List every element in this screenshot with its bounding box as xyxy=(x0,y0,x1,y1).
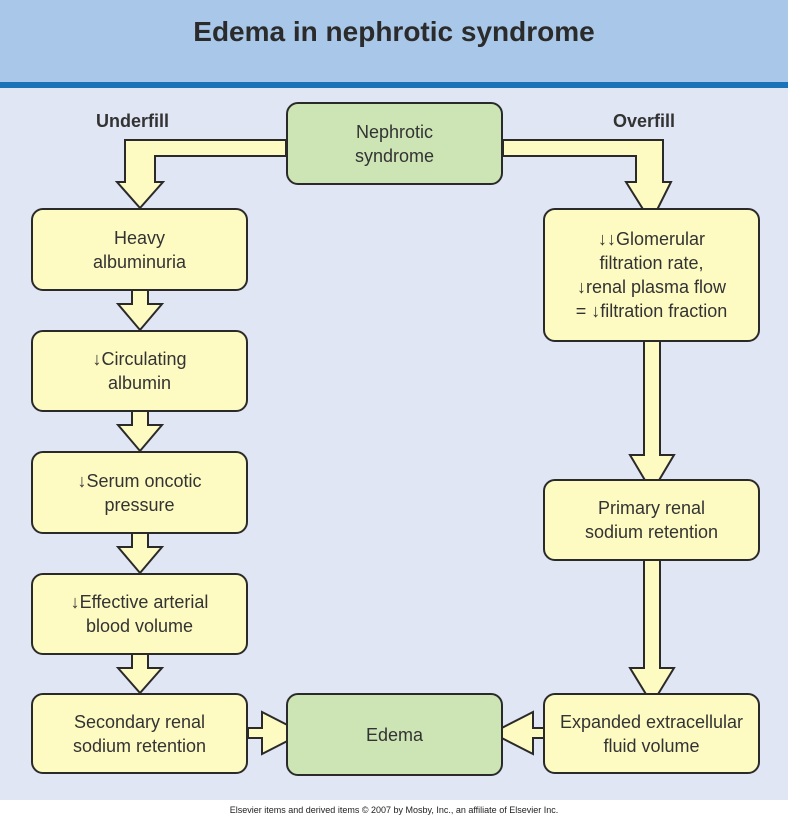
node-primary-renal-retention: Primary renal sodium retention xyxy=(543,479,760,561)
header-rule xyxy=(0,82,788,88)
node-serum-oncotic-pressure: ↓Serum oncotic pressure xyxy=(31,451,248,534)
node-glomerular-filtration: ↓↓Glomerular filtration rate, ↓renal pla… xyxy=(543,208,760,342)
diagram-title: Edema in nephrotic syndrome xyxy=(193,16,595,47)
arrow-primary-to-expanded xyxy=(628,559,676,706)
copyright-credit: Elsevier items and derived items © 2007 … xyxy=(229,805,559,815)
node-effective-arterial-volume: ↓Effective arterial blood volume xyxy=(31,573,248,655)
node-heavy-albuminuria: Heavy albuminuria xyxy=(31,208,248,291)
footer-band xyxy=(0,800,788,820)
header-band xyxy=(0,0,788,82)
node-expanded-extracellular: Expanded extracellular fluid volume xyxy=(543,693,760,774)
arrow-oncotic-to-effective xyxy=(115,532,165,575)
branch-label-underfill: Underfill xyxy=(96,111,170,131)
node-circulating-albumin: ↓Circulating albumin xyxy=(31,330,248,412)
arrow-gfr-to-primary xyxy=(628,340,676,494)
node-secondary-renal-retention: Secondary renal sodium retention xyxy=(31,693,248,774)
node-edema: Edema xyxy=(286,693,503,776)
arrow-circulating-to-oncotic xyxy=(115,410,165,453)
branch-label-overfill: Overfill xyxy=(613,111,676,131)
arrow-albuminuria-to-circulating xyxy=(115,289,165,332)
node-nephrotic-syndrome: Nephrotic syndrome xyxy=(286,102,503,185)
arrow-effective-to-secondary xyxy=(115,653,165,695)
arrow-nephrotic-to-underfill xyxy=(114,139,287,210)
arrow-secondary-to-edema xyxy=(247,710,306,756)
